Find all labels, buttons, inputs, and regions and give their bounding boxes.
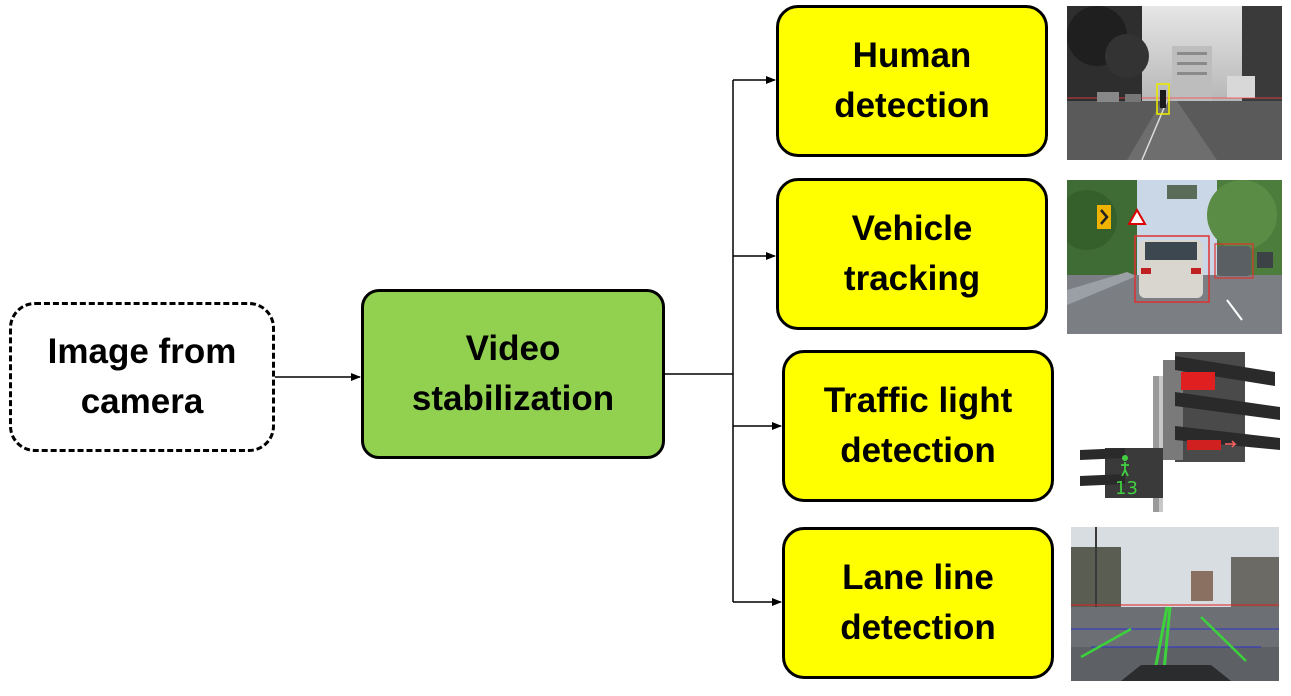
human-detection-photo [1067,6,1282,160]
human-node-line2: detection [834,86,990,125]
video-stabilization-node: Video stabilization [361,289,665,459]
traffic-node-line1: Traffic light [823,381,1013,420]
stabilization-node-line1: Video [465,329,561,368]
vehicle-tracking-photo [1067,180,1282,334]
human-detection-node: Human detection [776,5,1048,157]
image-from-camera-node: Image from camera [9,302,275,452]
camera-node-line1: Image from [47,332,237,371]
lane-line-detection-node: Lane line detection [782,527,1054,679]
vehicle-node-line2: tracking [843,259,981,298]
vehicle-tracking-node: Vehicle tracking [776,178,1048,330]
traffic-light-counter: 13 [1115,478,1138,499]
lane-line-detection-photo [1071,527,1279,681]
lane-node-line1: Lane line [842,558,994,597]
lane-node-line2: detection [840,608,996,647]
traffic-node-line2: detection [840,431,996,470]
vehicle-node-line1: Vehicle [851,209,973,248]
camera-node-line2: camera [80,382,204,421]
traffic-light-detection-node: Traffic light detection [782,350,1054,502]
stabilization-node-line2: stabilization [411,379,615,418]
traffic-light-illustration: 13 [1075,352,1285,512]
human-node-line1: Human [852,36,972,75]
